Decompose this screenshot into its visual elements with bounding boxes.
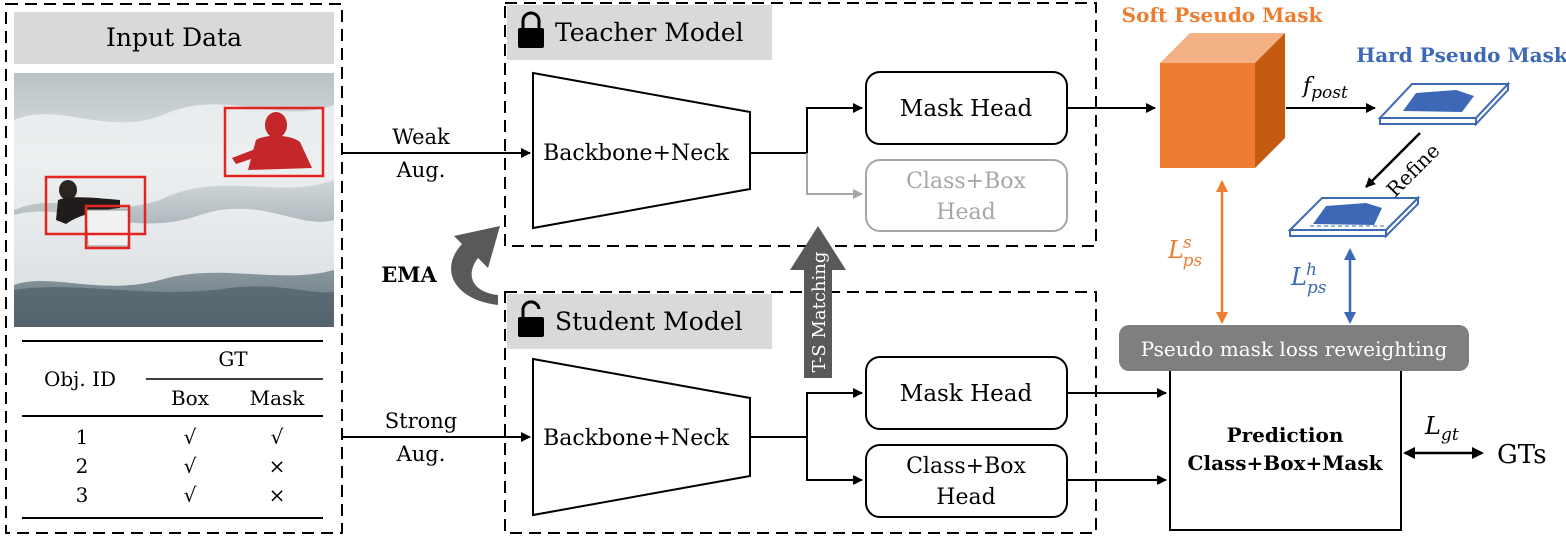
prediction-label-1: Prediction [1227, 423, 1344, 447]
f-post-sub: post [1311, 83, 1348, 103]
reweighting-bar [1119, 325, 1469, 371]
weak-aug-arrow: Weak Aug. [342, 125, 531, 182]
ts-matching-arrow: T-S Matching [790, 226, 846, 378]
lps-hard-sub: ps [1307, 278, 1327, 298]
teacher-class-box-head [865, 159, 1068, 232]
soft-pseudo-mask: Soft Pseudo Mask [1067, 3, 1323, 168]
student-mask-head-label: Mask Head [900, 381, 1033, 407]
lgt-arrow: Lgt GTs [1403, 412, 1547, 470]
lgt-main: L [1424, 412, 1441, 440]
student-class-box-label-1: Class+Box [906, 454, 1026, 479]
refine-label: Refine [1382, 139, 1445, 202]
row-2-id: 2 [76, 454, 89, 478]
col-box: Box [171, 386, 210, 410]
reweighting-label: Pseudo mask loss reweighting [1141, 337, 1448, 361]
student-backbone [532, 357, 751, 517]
lps-soft-main: L [1167, 236, 1184, 264]
row-1-id: 1 [76, 425, 89, 449]
bbox-3 [84, 204, 131, 250]
hard-pseudo-mask-label: Hard Pseudo Mask [1356, 43, 1566, 67]
ema-arrow: EMA [381, 226, 500, 305]
strong-aug-label-2: Aug. [396, 442, 446, 466]
row-3-mask: × [269, 483, 286, 507]
bbox-1 [223, 106, 325, 178]
student-backbone-label: Backbone+Neck [543, 426, 729, 451]
lps-hard-sup: h [1306, 260, 1317, 280]
student-model-panel: Student Model Backbone+Neck Mask Head Cl… [504, 291, 1097, 534]
student-title: Student Model [555, 307, 743, 336]
row-2-mask: × [269, 454, 286, 478]
lps-soft-sup: s [1183, 233, 1192, 253]
lock-closed-icon [518, 11, 544, 48]
lps-hard-main: L [1290, 263, 1307, 291]
svg-text:Lgt: Lgt [1424, 412, 1459, 445]
input-data-header [14, 12, 334, 64]
row-1-box: √ [184, 425, 197, 449]
hard-pseudo-mask: Hard Pseudo Mask [1287, 43, 1566, 239]
surf-photo [14, 73, 334, 327]
soft-pseudo-mask-label: Soft Pseudo Mask [1122, 3, 1324, 27]
row-2-box: √ [184, 454, 197, 478]
prediction-block: Pseudo mask loss reweighting Prediction … [1067, 325, 1469, 531]
input-data-title: Input Data [106, 23, 242, 52]
student-class-box-label-2: Head [936, 485, 995, 510]
teacher-model-panel: Teacher Model Backbone+Neck Mask Head Cl… [504, 2, 1097, 247]
f-post-arrow: fpost [1286, 74, 1376, 113]
teacher-class-box-label-2: Head [936, 200, 995, 225]
teacher-header [507, 5, 772, 60]
weak-aug-label-2: Aug. [396, 158, 446, 182]
strong-aug-arrow: Strong Aug. [342, 409, 531, 466]
input-data-panel: Input Data Obj. ID GT [5, 3, 343, 534]
ts-matching-label: T-S Matching [809, 252, 830, 373]
gt-table: Obj. ID GT Box Mask 1 √ √ 2 √ × 3 √ × [22, 340, 323, 519]
row-3-box: √ [184, 483, 197, 507]
svg-text:fpost: fpost [1301, 74, 1348, 103]
lgt-sub: gt [1441, 425, 1459, 445]
lock-open-icon [518, 300, 544, 337]
lps-soft-sub: ps [1183, 251, 1203, 271]
bbox-2 [44, 175, 147, 236]
prediction-label-2: Class+Box+Mask [1188, 451, 1384, 475]
row-1-mask: √ [271, 425, 284, 449]
student-header [507, 294, 772, 349]
strong-aug-label-1: Strong [385, 409, 457, 433]
col-gt: GT [218, 347, 248, 371]
teacher-mask-head-label: Mask Head [900, 96, 1033, 122]
col-mask: Mask [250, 386, 306, 410]
teacher-backbone-label: Backbone+Neck [543, 141, 729, 166]
gts-label: GTs [1497, 440, 1547, 470]
row-3-id: 3 [76, 483, 89, 507]
refine-arrow: Refine [1365, 132, 1445, 202]
teacher-title: Teacher Model [555, 18, 744, 47]
teacher-class-box-label-1: Class+Box [906, 169, 1026, 194]
ema-label: EMA [381, 262, 437, 287]
col-obj-id: Obj. ID [44, 367, 116, 391]
weak-aug-label-1: Weak [392, 125, 450, 149]
teacher-backbone [532, 71, 751, 230]
